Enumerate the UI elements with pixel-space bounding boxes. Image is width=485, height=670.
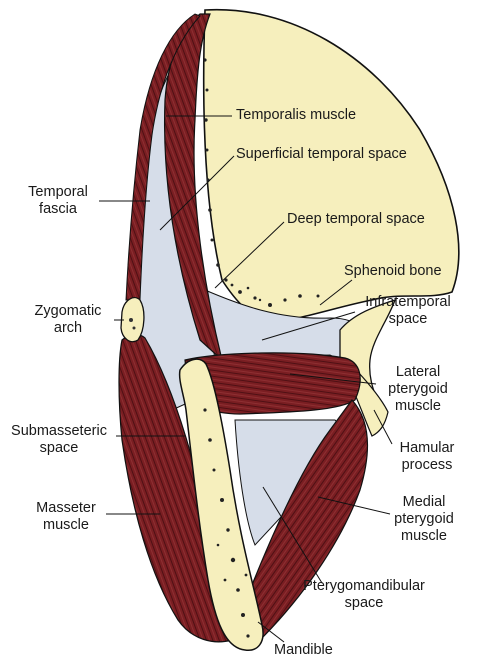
- label-sphenoid-bone: Sphenoid bone: [344, 263, 442, 279]
- label-superficial-temporal-space: Superficial temporal space: [236, 146, 407, 162]
- label-mandible: Mandible: [274, 642, 333, 658]
- label-lateral-pterygoid-muscle: Lateral pterygoid muscle: [388, 364, 448, 414]
- label-infratemporal-space: Infratemporal space: [365, 294, 451, 327]
- label-medial-pterygoid-muscle: Medial pterygoid muscle: [394, 494, 454, 544]
- bone-texture-dots: [203, 58, 320, 638]
- label-temporalis-muscle: Temporalis muscle: [236, 107, 357, 123]
- label-pterygomandibular-space: Pterygomandibular space: [303, 578, 425, 611]
- label-deep-temporal-space: Deep temporal space: [287, 211, 425, 227]
- leader-lines: [99, 115, 393, 643]
- cranium-bone: [202, 8, 460, 323]
- label-hamular-process: Hamular process: [399, 440, 455, 473]
- mandible-shape: [178, 358, 264, 651]
- label-submasseteric-space: Submasseteric space: [11, 423, 107, 456]
- label-zygomatic-arch: Zygomatic arch: [34, 303, 102, 336]
- label-temporal-fascia: Temporal fascia: [28, 184, 88, 217]
- label-masseter-muscle: Masseter muscle: [36, 500, 96, 533]
